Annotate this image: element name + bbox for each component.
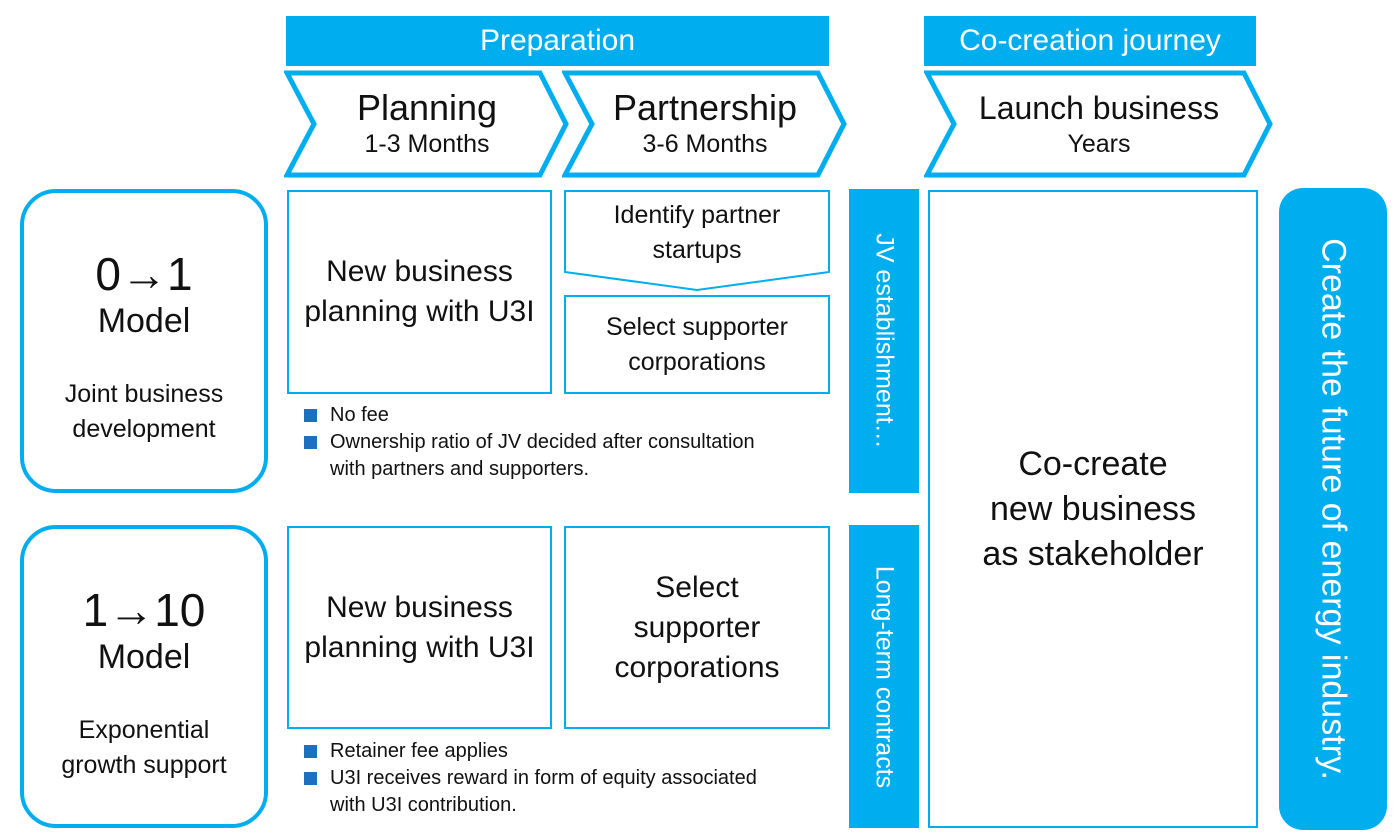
stage-title: Launch business	[978, 90, 1220, 126]
model-description: Exponential growth support	[61, 716, 227, 779]
stage-planning: Planning 1-3 Months	[284, 70, 570, 178]
vision-bar: Create the future of energy industry.	[1279, 188, 1387, 830]
model-number: 0→1	[95, 248, 193, 300]
select-supporter-box-0-1: Select supporter corporations	[564, 295, 830, 394]
model-number: 1→10	[82, 584, 206, 636]
cocreation-label: Co-creation journey	[959, 24, 1221, 57]
cocreation-banner: Co-creation journey	[924, 16, 1256, 66]
note-item: U3I receives reward in form of equity as…	[288, 765, 828, 819]
chevron-shape	[284, 70, 569, 178]
vision-label: Create the future of energy industry.	[1314, 238, 1353, 780]
model-1-10-card: 1→10 Model Exponential growth support	[20, 525, 268, 828]
identify-partner-step: Identify partner startups	[564, 190, 830, 292]
down-arrow-shape	[564, 190, 830, 292]
stage-title: Partnership	[612, 87, 798, 128]
planning-box-0-1: New business planning with U3I	[287, 190, 552, 394]
chevron-shape	[924, 70, 1273, 178]
square-bullet-icon	[304, 436, 317, 449]
select-supporter-box-1-10: Select supporter corporations	[564, 526, 830, 729]
stage-duration: Years	[1067, 130, 1131, 158]
stage-duration: 1-3 Months	[364, 130, 490, 158]
model-description: Joint business development	[64, 380, 224, 443]
notes-1-10: Retainer fee applies U3I receives reward…	[288, 738, 828, 819]
model-word: Model	[97, 638, 191, 676]
model-0-1-card: 0→1 Model Joint business development	[20, 189, 268, 493]
note-item: Retainer fee applies	[288, 738, 828, 765]
notes-0-1: No fee Ownership ratio of JV decided aft…	[288, 402, 828, 483]
stage-duration: 3-6 Months	[642, 130, 768, 158]
jv-establishment-bar: JV establishment…	[849, 189, 919, 493]
planning-box-1-10: New business planning with U3I	[287, 526, 552, 729]
jv-establishment-label: JV establishment…	[870, 233, 899, 449]
long-term-contracts-bar: Long-term contracts	[849, 525, 919, 828]
long-term-contracts-label: Long-term contracts	[870, 565, 899, 788]
cocreate-box: Co-create new business as stakeholder	[928, 190, 1258, 828]
note-item: Ownership ratio of JV decided after cons…	[288, 429, 828, 483]
preparation-banner: Preparation	[286, 16, 829, 66]
preparation-label: Preparation	[479, 24, 636, 57]
square-bullet-icon	[304, 772, 317, 785]
square-bullet-icon	[304, 409, 317, 422]
model-word: Model	[97, 302, 191, 340]
stage-title: Planning	[356, 87, 498, 128]
note-item: No fee	[288, 402, 828, 429]
chevron-shape	[562, 70, 847, 178]
stage-partnership: Partnership 3-6 Months	[562, 70, 848, 178]
square-bullet-icon	[304, 745, 317, 758]
stage-launch: Launch business Years	[924, 70, 1274, 178]
